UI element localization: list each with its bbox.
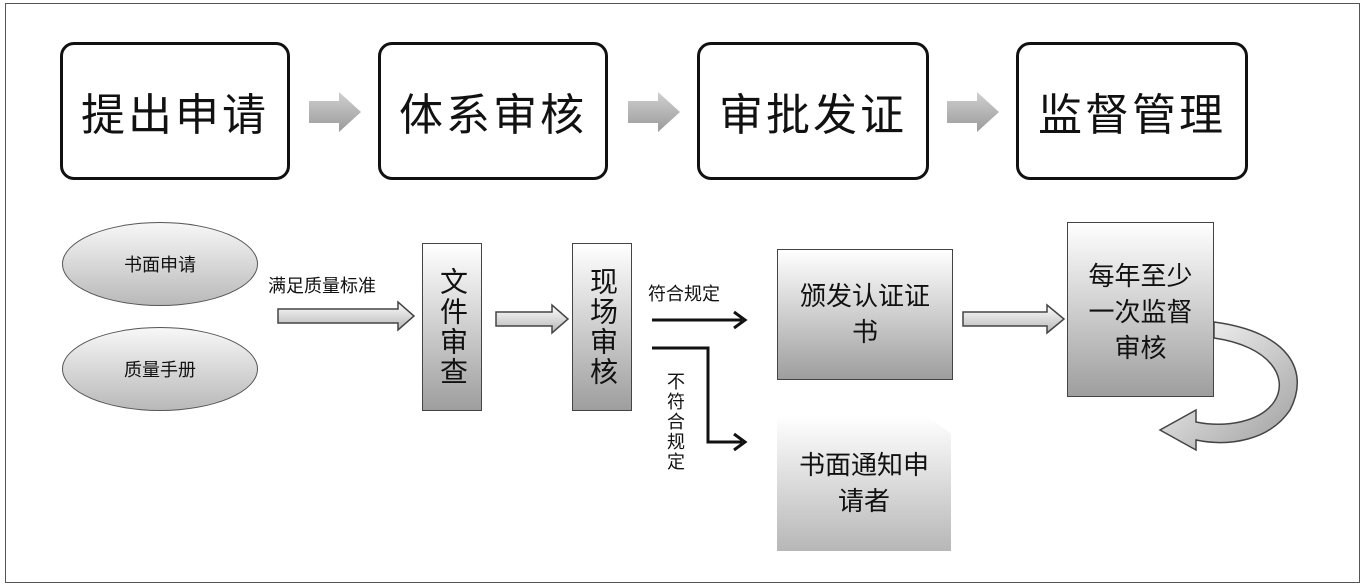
arrow-not-conforms bbox=[652, 346, 748, 452]
step-annual-audit: 每年至少一次监督审核 bbox=[1067, 222, 1214, 397]
input-quality-manual: 质量手册 bbox=[62, 327, 258, 411]
arrow-to-document-review bbox=[277, 300, 416, 332]
step-onsite-audit: 现场审核 bbox=[572, 243, 632, 411]
arrow-conforms bbox=[652, 310, 748, 330]
step-onsite-audit-label: 现场审核 bbox=[586, 267, 619, 387]
stage-supervision: 监督管理 bbox=[1016, 42, 1248, 180]
step-notify-applicant-label: 书面通知申请者 bbox=[799, 450, 930, 517]
label-not-conforms-text: 不符合规定 bbox=[664, 372, 685, 472]
step-annual-audit-label: 每年至少一次监督审核 bbox=[1088, 262, 1193, 364]
arrow-to-annual-audit bbox=[962, 303, 1066, 335]
label-meets-standard: 满足质量标准 bbox=[268, 276, 376, 297]
step-notify-applicant: 书面通知申请者 bbox=[777, 416, 951, 551]
arrow-supervision-loop bbox=[1158, 321, 1299, 452]
stage-arrow-icon bbox=[309, 92, 361, 132]
step-issue-certificate-label: 颁发认证证书 bbox=[799, 281, 930, 348]
stage-apply: 提出申请 bbox=[60, 42, 290, 180]
step-issue-certificate: 颁发认证证书 bbox=[777, 249, 953, 380]
label-conforms: 符合规定 bbox=[648, 284, 720, 305]
stage-arrow-icon bbox=[628, 92, 680, 132]
stage-arrow-icon bbox=[947, 92, 999, 132]
stage-approval: 审批发证 bbox=[697, 42, 929, 180]
step-document-review-label: 文件审查 bbox=[436, 267, 469, 387]
label-not-conforms: 不符合规定 bbox=[663, 372, 685, 478]
step-document-review: 文件审查 bbox=[422, 243, 482, 411]
input-written-application: 书面申请 bbox=[62, 222, 258, 306]
stage-system-audit: 体系审核 bbox=[378, 42, 608, 180]
arrow-to-onsite-audit bbox=[495, 303, 570, 335]
diagram-frame bbox=[5, 3, 1360, 583]
